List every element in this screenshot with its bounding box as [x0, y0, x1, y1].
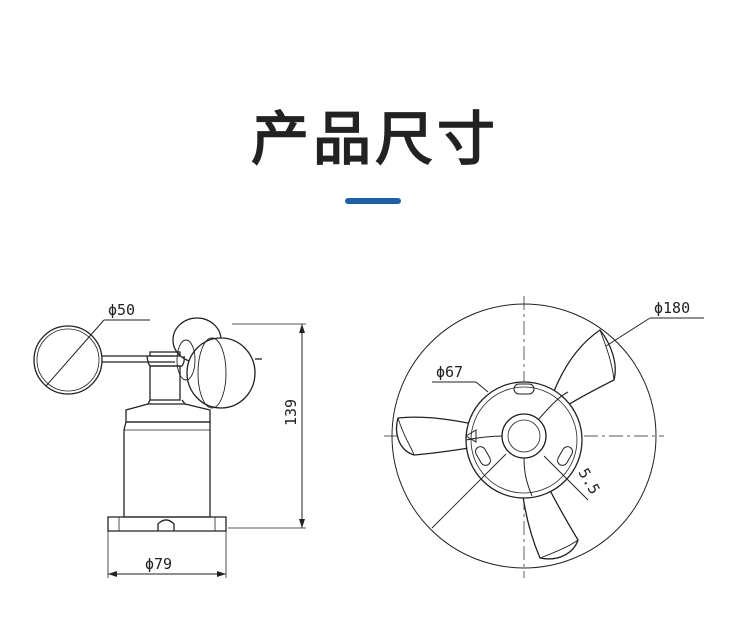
- top-blade: [547, 329, 616, 411]
- hub: [501, 413, 547, 459]
- hole-diameter-label: 5.5: [575, 465, 604, 497]
- page-title: 产品尺寸: [250, 105, 499, 173]
- outer-diameter-label: ϕ180: [654, 299, 690, 317]
- right-cup: [172, 317, 256, 409]
- height-label: 139: [282, 399, 300, 426]
- flange-diameter-label: ϕ67: [436, 363, 463, 381]
- left-cup: [33, 325, 103, 395]
- top-view: [384, 296, 704, 578]
- cup-diameter-label: ϕ50: [108, 301, 135, 319]
- base-diameter-label: ϕ79: [145, 555, 172, 573]
- title-underline: [345, 198, 401, 204]
- side-view: [33, 317, 306, 578]
